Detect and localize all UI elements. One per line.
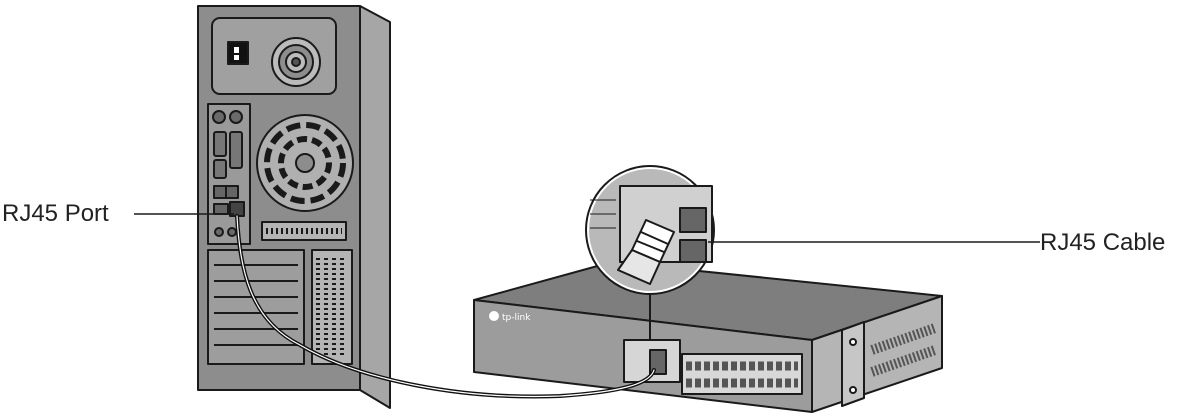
brand-logo: tp-link [502,313,531,323]
rj45-plug-icon [617,219,675,285]
pc-tower [197,5,391,409]
io-panel [207,103,251,245]
rj45-port-switch [679,207,707,233]
rj45-cable-label: RJ45 Cable [1040,229,1166,256]
case-fan-icon [256,114,354,212]
vent-grille [261,221,347,241]
expansion-slots [207,249,305,365]
psu-fan-icon [271,37,321,87]
pc-side-panel [359,5,391,409]
side-vent [311,249,353,365]
magnified-view [585,165,715,340]
network-switch: tp-link [473,261,943,413]
switch-port-bank [681,353,803,395]
rack-ear [841,321,865,407]
rj45-port-label: RJ45 Port [2,200,109,227]
